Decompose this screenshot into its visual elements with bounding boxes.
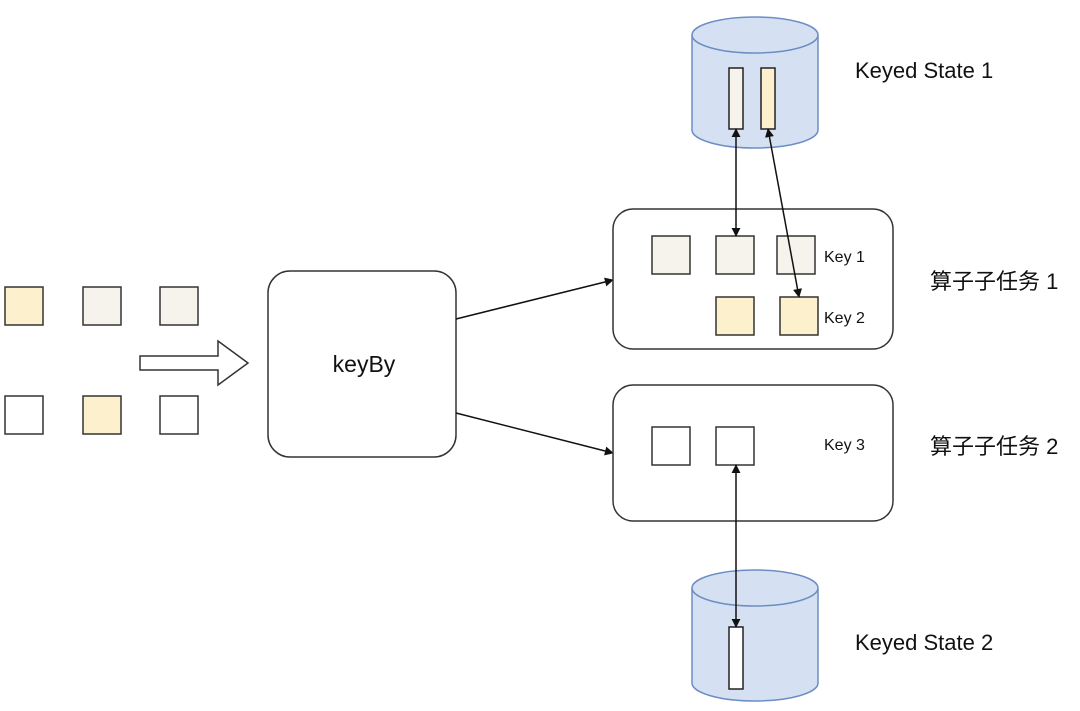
state-slot-key3 — [728, 626, 744, 690]
input-records — [4, 286, 199, 435]
edge-keyby-to-subtask1 — [455, 277, 614, 320]
record-key3 — [715, 426, 755, 466]
input-record-key3 — [4, 395, 44, 435]
subtask-1-label: 算子子任务 1 — [930, 269, 1058, 294]
keyby-operator: keyBy — [267, 270, 457, 458]
db2-body — [691, 588, 819, 702]
keyed-state-2-label: Keyed State 2 — [855, 630, 993, 655]
input-record-key2 — [4, 286, 44, 326]
subtask-2: Key 3 — [612, 384, 894, 522]
db1-top — [691, 16, 819, 54]
input-record-key3 — [159, 395, 199, 435]
keyby-box — [267, 270, 457, 458]
key2-label: Key 2 — [824, 310, 865, 327]
keyby-label: keyBy — [333, 351, 396, 377]
keyed-state-1-database — [691, 16, 819, 149]
db1-body — [691, 35, 819, 149]
edge-keyby-to-subtask2 — [455, 412, 614, 456]
keyed-state-1-label: Keyed State 1 — [855, 58, 993, 83]
record-key2 — [779, 296, 819, 336]
record-key1 — [651, 235, 691, 275]
key1-label: Key 1 — [824, 249, 865, 266]
db2-top — [691, 569, 819, 607]
record-key1 — [715, 235, 755, 275]
record-key2 — [715, 296, 755, 336]
record-key1 — [776, 235, 816, 275]
key3-label: Key 3 — [824, 437, 865, 454]
state-access-key2 — [765, 128, 802, 298]
input-record-key1 — [159, 286, 199, 326]
state-slot-key2 — [760, 67, 776, 130]
state-slot-key1 — [728, 67, 744, 130]
subtask-2-label: 算子子任务 2 — [930, 434, 1058, 459]
input-record-key1 — [82, 286, 122, 326]
input-record-key2 — [82, 395, 122, 435]
record-key3 — [651, 426, 691, 466]
keyed-state-2-database — [691, 569, 819, 702]
stream-arrow — [139, 339, 250, 387]
subtask-1: Key 1 Key 2 — [612, 208, 894, 350]
